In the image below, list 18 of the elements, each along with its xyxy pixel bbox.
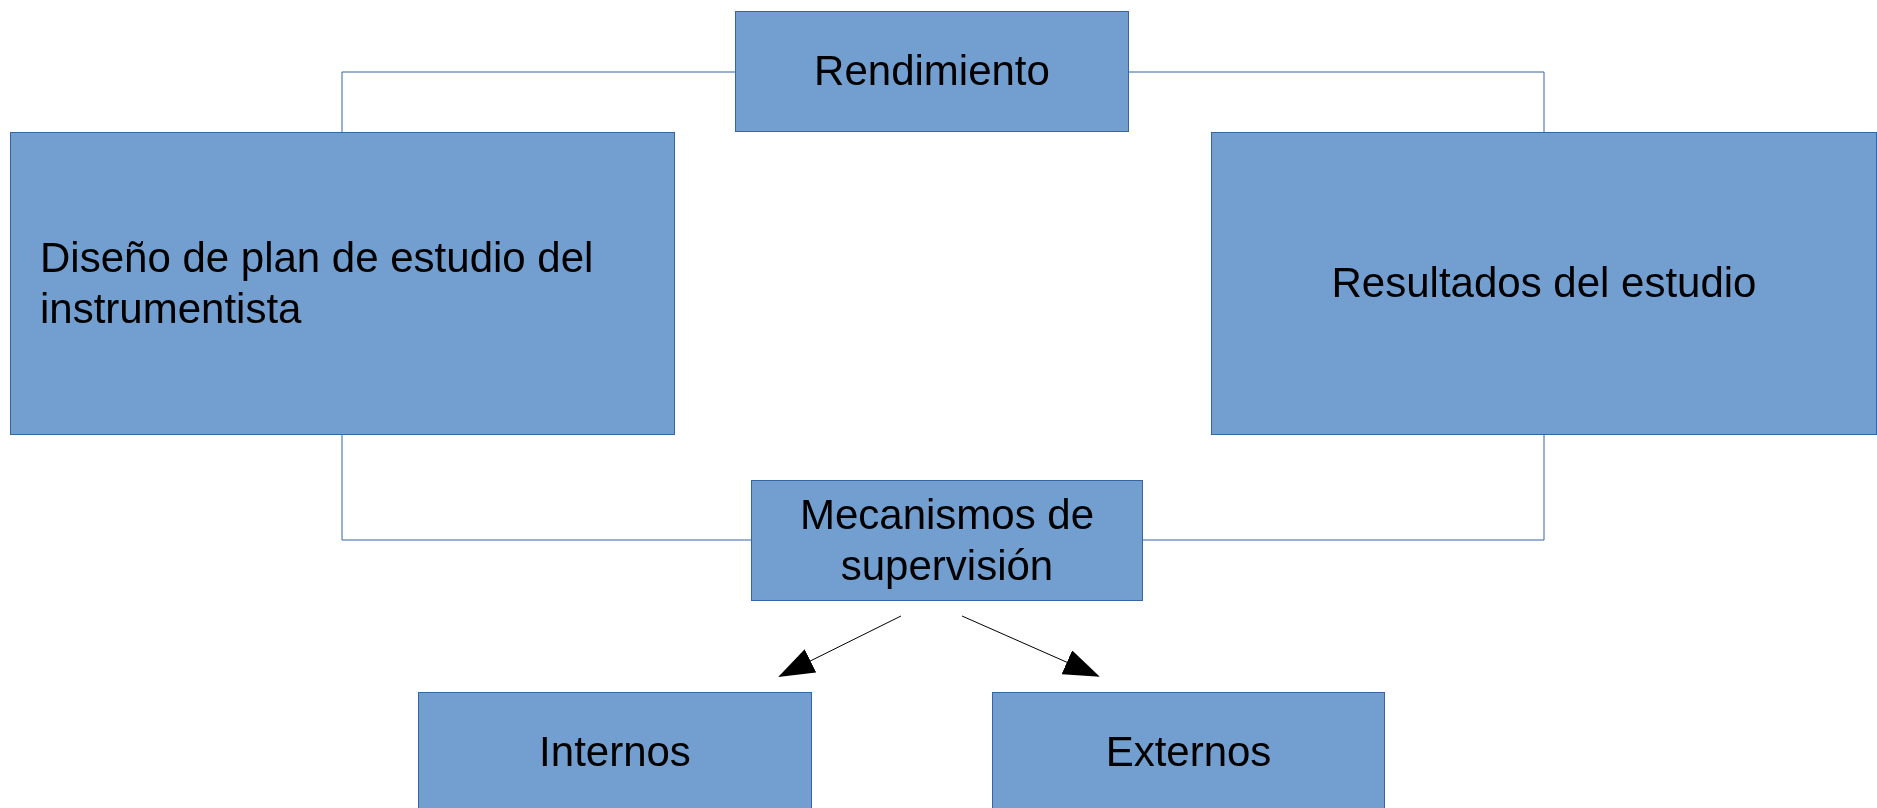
box-label: Externos [1105,726,1272,777]
process-box [10,132,675,435]
process-box [735,11,1129,132]
process-box [992,692,1385,808]
box-label: Rendimiento [814,46,1050,97]
connector-line [1142,434,1545,541]
box-label: Internos [539,726,691,777]
box-label: Diseño de plan de estudio del instrumentista [40,233,595,334]
process-box [418,692,812,808]
box-label: Resultados del estudio [1331,258,1757,309]
connector-line [1128,71,1545,133]
process-box [751,480,1143,601]
box-label: Mecanismos de supervisión [798,490,1096,591]
process-box [1211,132,1877,435]
connector-line [341,71,736,133]
arrow [961,615,1100,677]
connector-line [341,434,752,541]
arrow [778,615,902,677]
